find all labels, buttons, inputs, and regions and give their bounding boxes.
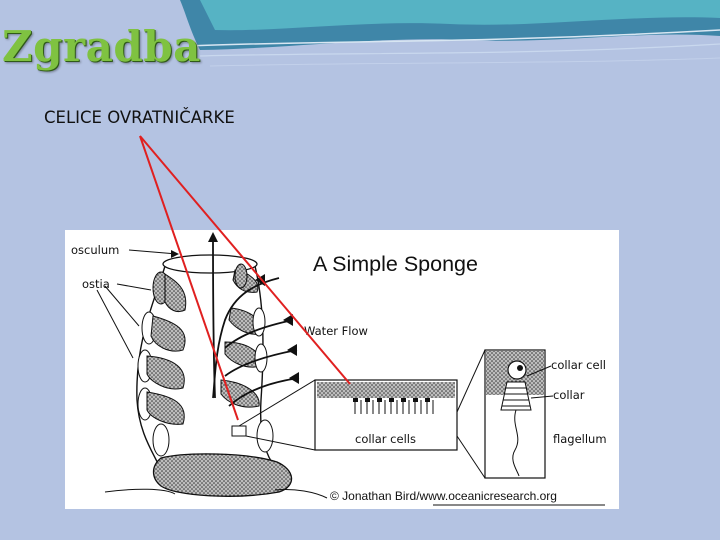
ostium-pore [153, 424, 169, 456]
osculum-leader [129, 250, 177, 254]
zoom-connector [246, 436, 315, 450]
zoom-connector [457, 350, 485, 412]
ostia-leader [97, 290, 133, 358]
detail-marker-box [232, 426, 246, 436]
sponge-base [154, 454, 292, 496]
collar-cells-layer [317, 382, 455, 398]
label-water-flow: Water Flow [304, 324, 368, 338]
slide-title: Zgradba [2, 22, 201, 71]
label-osculum: osculum [71, 243, 119, 257]
collar-cell-nucleus [517, 365, 523, 371]
label-ostia: ostia [82, 277, 110, 291]
chamber-wall [151, 316, 185, 351]
chamber-wall [165, 274, 186, 312]
ostium-pore [257, 420, 273, 452]
label-flagellum: flagellum [553, 432, 607, 446]
slide-subtitle: CELICE OVRATNIČARKE [44, 108, 235, 127]
chamber-wall [147, 392, 184, 424]
ostium-pore [235, 264, 247, 288]
collar-cell-body [508, 361, 526, 379]
base-rim [105, 489, 175, 494]
zoom-connector [457, 436, 485, 478]
sponge-diagram: A Simple Sponge osculum ostia Water Flow… [65, 230, 619, 509]
diagram-title: A Simple Sponge [313, 252, 478, 277]
label-collar: collar [553, 388, 585, 402]
ostia-leader [105, 286, 139, 326]
label-collar-cells: collar cells [355, 432, 416, 446]
label-collar-cell: collar cell [551, 358, 606, 372]
chamber-wall [221, 380, 259, 407]
chamber-wall [147, 356, 184, 389]
image-credit: © Jonathan Bird/www.oceanicresearch.org [330, 489, 557, 503]
ostia-leader [117, 284, 151, 290]
